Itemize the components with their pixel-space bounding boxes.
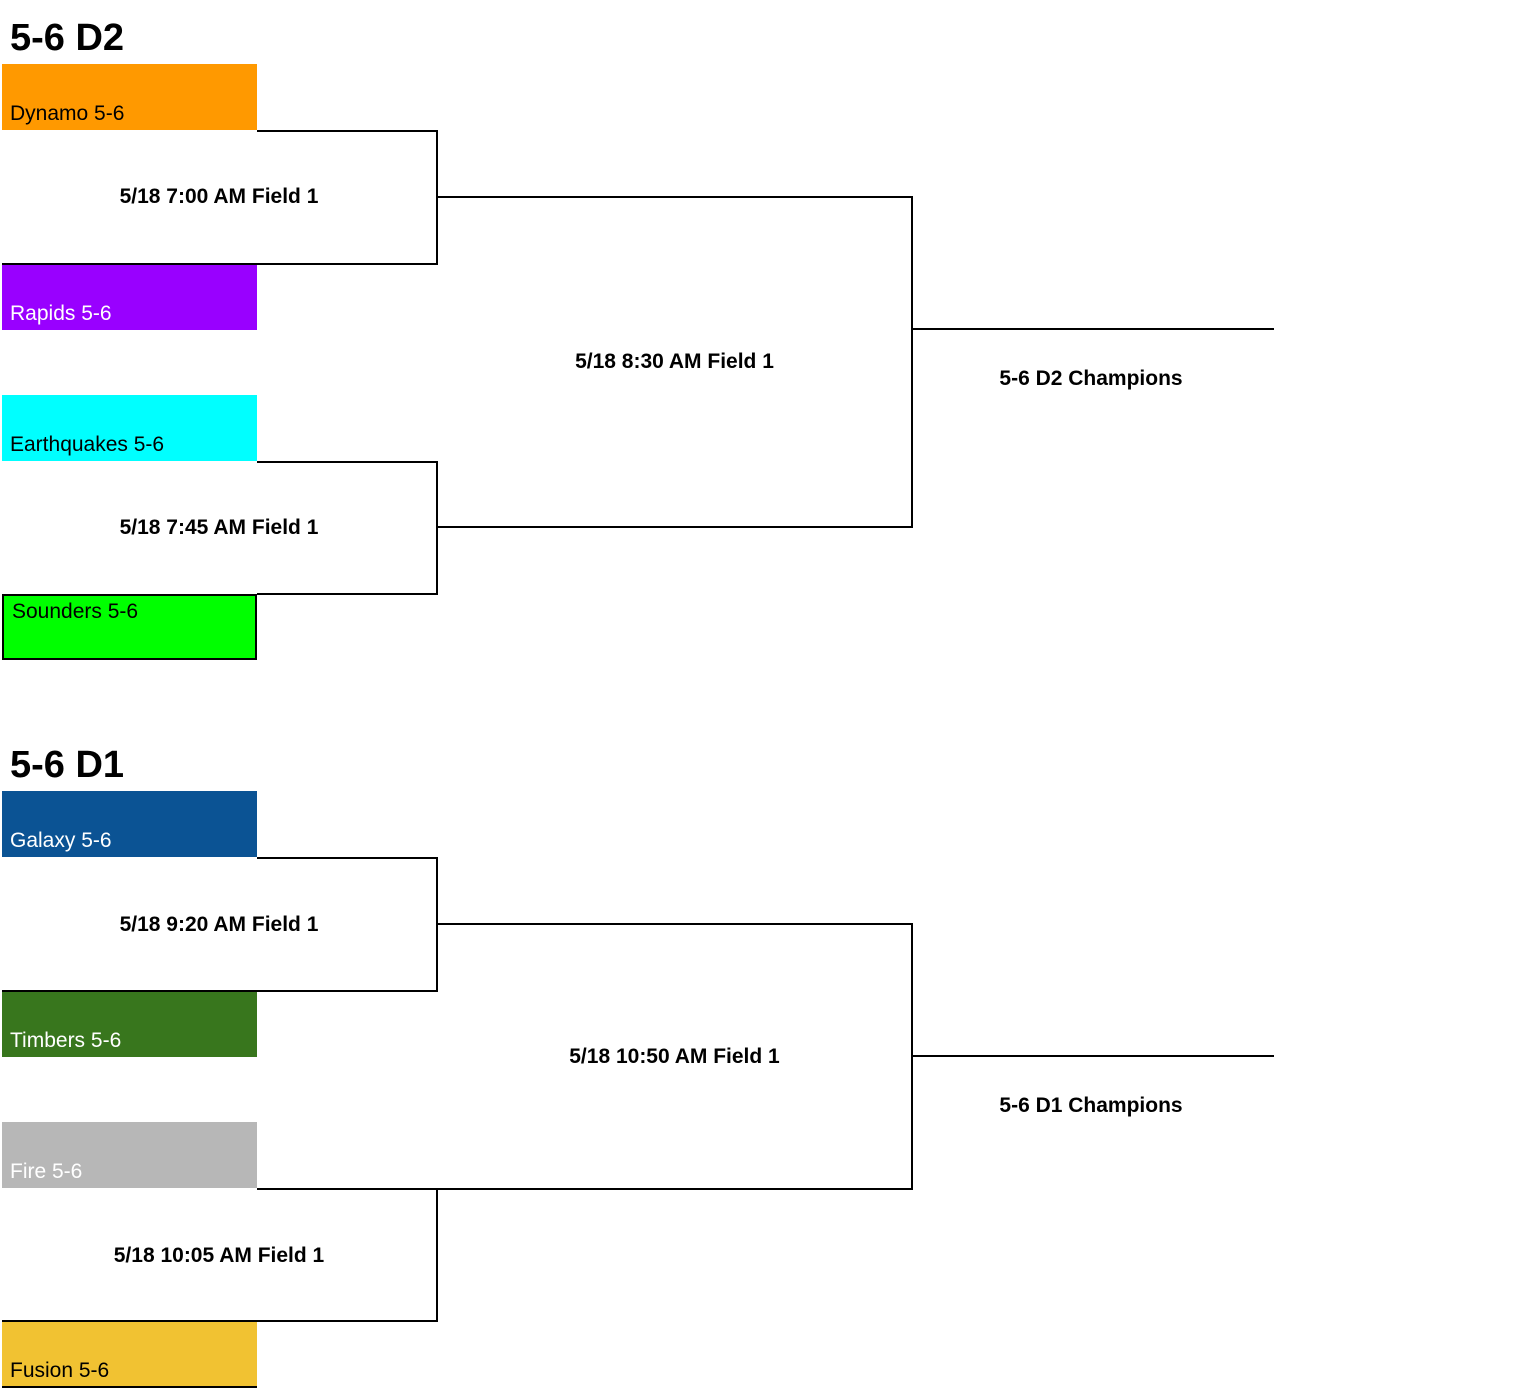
champion-line (911, 328, 1274, 330)
bracket-title-d1: 5-6 D1 (10, 744, 125, 786)
game-label-d1-1: 5/18 9:20 AM Field 1 (119, 913, 319, 936)
team-slot-timbers: Timbers 5-6 (2, 991, 257, 1057)
connector-line (257, 1188, 438, 1190)
game-label-d1-2: 5/18 10:05 AM Field 1 (113, 1244, 325, 1267)
connector-line (2, 263, 438, 265)
champion-label-d2: 5-6 D2 Champions (999, 367, 1183, 390)
team-slot-earthquakes: Earthquakes 5-6 (2, 395, 257, 461)
team-name-rapids: Rapids 5-6 (10, 302, 112, 325)
game-label-d2-1: 5/18 7:00 AM Field 1 (119, 185, 319, 208)
connector-line (2, 1320, 438, 1322)
game-label-d2-final: 5/18 8:30 AM Field 1 (575, 350, 774, 373)
team-slot-dynamo: Dynamo 5-6 (2, 64, 257, 130)
team-name-timbers: Timbers 5-6 (10, 1029, 122, 1052)
team-slot-rapids: Rapids 5-6 (2, 264, 257, 330)
connector-line (257, 461, 438, 463)
team-slot-sounders: Sounders 5-6 (2, 594, 257, 660)
connector-line (2, 990, 438, 992)
team-slot-fire: Fire 5-6 (2, 1122, 257, 1188)
connector-line (436, 1188, 438, 1322)
team-slot-fusion: Fusion 5-6 (2, 1321, 257, 1387)
connector-line (257, 130, 438, 132)
connector-line (436, 196, 913, 198)
connector-line (436, 461, 438, 595)
champion-label-d1: 5-6 D1 Champions (999, 1094, 1183, 1117)
team-name-dynamo: Dynamo 5-6 (10, 102, 125, 125)
team-name-earthquakes: Earthquakes 5-6 (10, 433, 165, 456)
team-name-galaxy: Galaxy 5-6 (10, 829, 112, 852)
game-label-d1-final: 5/18 10:50 AM Field 1 (569, 1045, 780, 1068)
connector-line (436, 526, 913, 528)
connector-line (911, 196, 913, 528)
team-name-sounders: Sounders 5-6 (12, 600, 139, 623)
connector-line (436, 1188, 913, 1190)
champion-line (911, 1055, 1274, 1057)
connector-line (257, 593, 438, 595)
connector-line (436, 923, 913, 925)
connector-line (2, 1386, 257, 1388)
connector-line (257, 857, 438, 859)
team-name-fire: Fire 5-6 (10, 1160, 83, 1183)
team-slot-galaxy: Galaxy 5-6 (2, 791, 257, 857)
team-name-fusion: Fusion 5-6 (10, 1359, 110, 1382)
game-label-d2-2: 5/18 7:45 AM Field 1 (119, 516, 319, 539)
bracket-title-d2: 5-6 D2 (10, 17, 125, 59)
